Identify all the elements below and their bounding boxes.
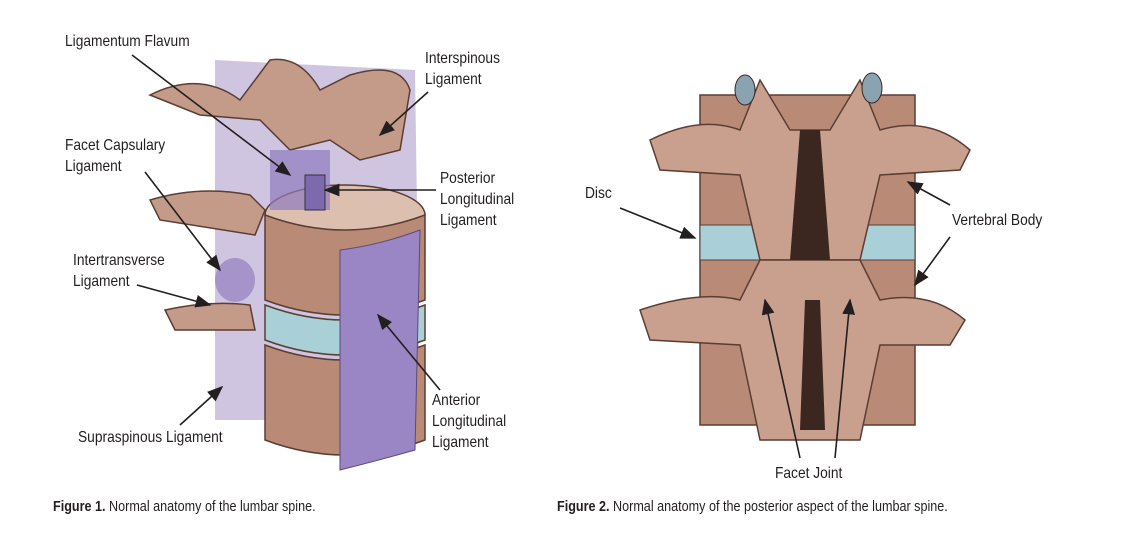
arrow-anterior-longitudinal xyxy=(376,313,441,391)
lumbar-spine-posterior-illustration xyxy=(639,72,971,441)
arrow-facet-capsulary xyxy=(144,171,221,272)
label-posterior-longitudinal-ligament: Posterior Longitudinal Ligament xyxy=(440,168,514,231)
label-line: Longitudinal xyxy=(440,191,515,208)
figure1-caption: Figure 1. Normal anatomy of the lumbar s… xyxy=(53,498,316,515)
label-line: Longitudinal xyxy=(432,413,507,430)
arrow-intertransverse xyxy=(136,284,212,308)
label-line: Ligament xyxy=(65,158,122,175)
label-ligamentum-flavum: Ligamentum Flavum xyxy=(65,33,190,50)
label-line: Posterior xyxy=(440,170,496,187)
label-line: Ligament xyxy=(432,434,489,451)
label-line: Ligament xyxy=(73,273,130,290)
lumbar-spine-lateral-illustration xyxy=(148,58,426,471)
label-line: Interspinous xyxy=(425,50,500,67)
label-anterior-longitudinal-ligament: Anterior Longitudinal Ligament xyxy=(432,390,506,453)
arrow-interspinous xyxy=(378,91,429,137)
label-line: Intertransverse xyxy=(73,252,165,269)
arrow-disc xyxy=(619,207,697,239)
label-interspinous-ligament: Interspinous Ligament xyxy=(425,48,500,90)
label-line: Facet Capsulary xyxy=(65,137,166,154)
arrow-facet-joint-1 xyxy=(761,298,801,459)
label-facet-joint: Facet Joint xyxy=(775,465,843,482)
label-disc: Disc xyxy=(585,185,612,202)
label-line: Anterior xyxy=(432,392,481,409)
arrow-facet-joint-2 xyxy=(834,298,856,459)
caption-text: Normal anatomy of the lumbar spine. xyxy=(105,498,316,515)
caption-number: Figure 1. xyxy=(53,498,106,515)
arrow-supraspinous xyxy=(179,385,224,426)
caption-number: Figure 2. xyxy=(557,498,610,515)
label-facet-capsulary-ligament: Facet Capsulary Ligament xyxy=(65,135,165,177)
arrow-vertebral-body-1 xyxy=(906,181,951,206)
figure2-caption: Figure 2. Normal anatomy of the posterio… xyxy=(557,498,948,515)
label-supraspinous-ligament: Supraspinous Ligament xyxy=(78,429,223,446)
arrow-vertebral-body-2 xyxy=(914,236,951,287)
label-intertransverse-ligament: Intertransverse Ligament xyxy=(73,250,165,292)
label-line: Ligament xyxy=(425,71,482,88)
label-line: Ligament xyxy=(440,212,497,229)
arrow-ligamentum-flavum xyxy=(131,54,292,176)
label-vertebral-body: Vertebral Body xyxy=(952,212,1043,229)
caption-text: Normal anatomy of the posterior aspect o… xyxy=(609,498,948,515)
